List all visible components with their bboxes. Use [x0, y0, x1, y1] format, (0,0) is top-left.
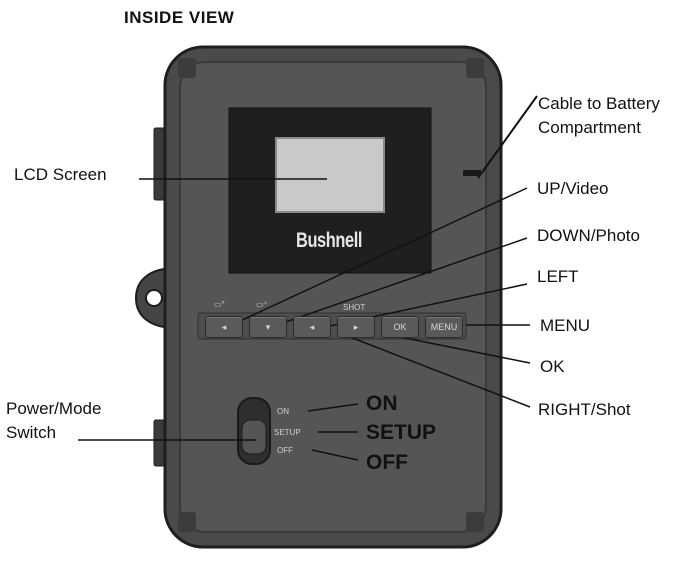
power-switch-knob: [241, 419, 267, 455]
shot-small-label: SHOT: [343, 303, 366, 312]
up-video-label: UP/Video: [537, 179, 609, 198]
photo-icon: ▭⁺: [256, 300, 268, 309]
power-mode-label-line1: Power/Mode: [6, 399, 102, 418]
cable-label-line2: Compartment: [538, 118, 641, 137]
switch-setup-label: SETUP: [366, 421, 437, 444]
cable-label-line1: Cable to Battery: [538, 94, 660, 113]
strap-hole: [145, 289, 163, 307]
down-photo-label: DOWN/Photo: [537, 226, 640, 245]
up-video-button[interactable]: ◂: [205, 316, 243, 338]
switch-on-label: ON: [366, 392, 398, 415]
cable-plug: [463, 170, 481, 176]
menu-label: MENU: [540, 316, 591, 335]
ok-button-label: OK: [393, 322, 407, 332]
leader-up: [237, 187, 528, 323]
switch-off-label: OFF: [366, 451, 408, 474]
menu-button-label: MENU: [430, 322, 458, 332]
leader-ok: [394, 335, 531, 364]
switch-on-small: ON: [277, 407, 289, 416]
corner: [178, 512, 196, 532]
ok-label: OK: [540, 357, 565, 376]
video-icon: ▭°: [214, 300, 225, 309]
corner: [466, 58, 484, 78]
left-label: LEFT: [537, 267, 579, 286]
switch-off-small: OFF: [277, 446, 293, 455]
brand-logo: Bushnell: [296, 229, 363, 252]
lcd-screen: [275, 137, 385, 213]
switch-setup-small: SETUP: [274, 428, 301, 437]
right-shot-label: RIGHT/Shot: [538, 400, 631, 419]
right-shot-button[interactable]: ▸: [337, 316, 375, 338]
ok-button[interactable]: OK: [381, 316, 419, 338]
down-photo-button[interactable]: ▾: [249, 316, 287, 338]
leader-down: [279, 237, 528, 325]
leader-right: [349, 336, 531, 408]
leader-off: [311, 449, 359, 461]
corner: [466, 512, 484, 532]
battery-cable: [477, 95, 538, 179]
menu-button[interactable]: MENU: [425, 316, 463, 338]
power-mode-label-line2: Switch: [6, 423, 57, 442]
diagram-title: INSIDE VIEW: [124, 8, 235, 27]
corner: [178, 58, 196, 78]
lcd-screen-label: LCD Screen: [14, 165, 107, 184]
leader-on: [307, 403, 359, 412]
left-button[interactable]: ◂: [293, 316, 331, 338]
